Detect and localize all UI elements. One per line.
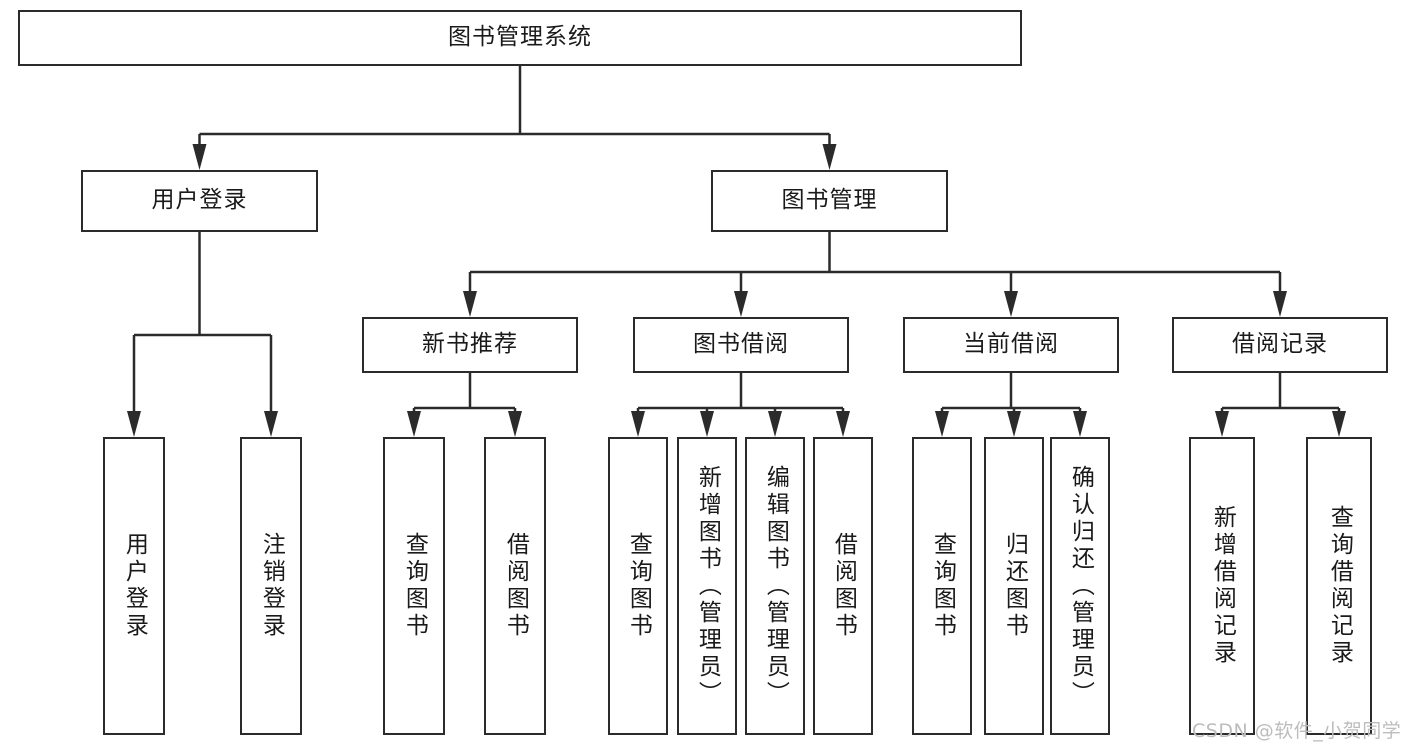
node-label: 当前借阅 bbox=[963, 331, 1059, 358]
arrow-down-icon bbox=[508, 411, 522, 437]
arrow-down-icon bbox=[407, 411, 421, 437]
node-label: 借阅图书 bbox=[830, 532, 857, 640]
arrow-down-icon bbox=[1332, 411, 1346, 437]
node-label: 新增图书（管理员） bbox=[694, 464, 721, 708]
arrow-down-icon bbox=[1007, 411, 1021, 437]
arrow-down-icon bbox=[700, 411, 714, 437]
arrow-down-icon bbox=[935, 411, 949, 437]
node-leaf-query-book-3[interactable]: 查询图书 bbox=[912, 437, 972, 735]
node-leaf-confirm-return[interactable]: 确认归还（管理员） bbox=[1050, 437, 1110, 735]
arrow-down-icon bbox=[734, 291, 748, 317]
node-label: 编辑图书（管理员） bbox=[762, 464, 789, 708]
node-borrow-record[interactable]: 借阅记录 bbox=[1172, 317, 1388, 373]
node-label: 图书借阅 bbox=[693, 331, 789, 358]
arrow-down-icon bbox=[631, 411, 645, 437]
node-user-login[interactable]: 用户登录 bbox=[81, 170, 318, 232]
csdn-watermark: CSDN @软件_小贺同学 bbox=[1192, 720, 1402, 742]
node-leaf-query-book-2[interactable]: 查询图书 bbox=[608, 437, 668, 735]
node-book-borrow[interactable]: 图书借阅 bbox=[633, 317, 849, 373]
node-label: 图书管理 bbox=[781, 187, 878, 214]
node-label: 确认归还（管理员） bbox=[1067, 464, 1094, 708]
node-label: 图书管理系统 bbox=[448, 24, 592, 51]
node-leaf-query-book-1[interactable]: 查询图书 bbox=[383, 437, 445, 735]
node-leaf-query-record[interactable]: 查询借阅记录 bbox=[1306, 437, 1372, 735]
node-label: 归还图书 bbox=[1001, 532, 1028, 640]
arrow-down-icon bbox=[192, 144, 207, 170]
node-label: 查询图书 bbox=[929, 532, 956, 640]
node-current-borrow[interactable]: 当前借阅 bbox=[903, 317, 1119, 373]
arrow-down-icon bbox=[1273, 291, 1287, 317]
node-label: 用户登录 bbox=[151, 187, 248, 214]
node-leaf-logout[interactable]: 注销登录 bbox=[240, 437, 302, 735]
arrow-down-icon bbox=[1215, 411, 1229, 437]
arrow-down-icon bbox=[127, 411, 141, 437]
node-label: 查询图书 bbox=[625, 532, 652, 640]
arrow-down-icon bbox=[1073, 411, 1087, 437]
node-new-book-recommend[interactable]: 新书推荐 bbox=[362, 317, 578, 373]
node-label: 查询借阅记录 bbox=[1326, 505, 1353, 667]
node-root[interactable]: 图书管理系统 bbox=[18, 10, 1022, 66]
node-label: 借阅记录 bbox=[1232, 331, 1328, 358]
node-leaf-edit-book[interactable]: 编辑图书（管理员） bbox=[745, 437, 805, 735]
node-leaf-borrow-book-1[interactable]: 借阅图书 bbox=[484, 437, 546, 735]
node-label: 新增借阅记录 bbox=[1209, 505, 1236, 667]
arrow-down-icon bbox=[768, 411, 782, 437]
arrow-down-icon bbox=[1004, 291, 1018, 317]
node-leaf-borrow-book-2[interactable]: 借阅图书 bbox=[813, 437, 873, 735]
node-leaf-user-login[interactable]: 用户登录 bbox=[103, 437, 165, 735]
node-leaf-add-book[interactable]: 新增图书（管理员） bbox=[677, 437, 737, 735]
arrow-down-icon bbox=[836, 411, 850, 437]
node-leaf-return-book[interactable]: 归还图书 bbox=[984, 437, 1044, 735]
arrow-down-icon bbox=[264, 411, 278, 437]
node-label: 查询图书 bbox=[401, 532, 428, 640]
node-book-management[interactable]: 图书管理 bbox=[711, 170, 948, 232]
node-label: 用户登录 bbox=[121, 532, 148, 640]
node-label: 新书推荐 bbox=[422, 331, 518, 358]
node-label: 注销登录 bbox=[258, 532, 285, 640]
node-label: 借阅图书 bbox=[502, 532, 529, 640]
node-leaf-add-record[interactable]: 新增借阅记录 bbox=[1189, 437, 1255, 735]
arrow-down-icon bbox=[822, 144, 837, 170]
arrow-down-icon bbox=[463, 291, 477, 317]
